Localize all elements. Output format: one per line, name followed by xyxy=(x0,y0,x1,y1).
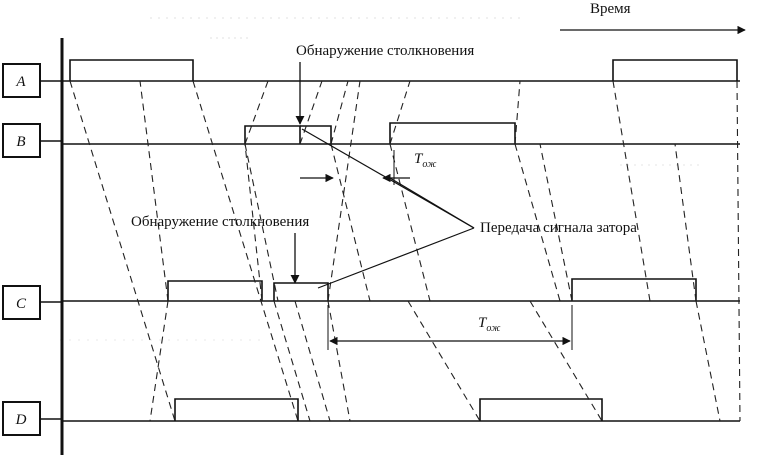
timeline-c xyxy=(62,278,740,302)
station-box-a: A xyxy=(2,63,41,98)
timeline-b xyxy=(62,122,740,145)
station-box-c: C xyxy=(2,285,41,320)
time-axis: Время xyxy=(560,1,746,35)
station-label-b: B xyxy=(16,134,25,150)
jam-signal-annotation: Передача сигнала затора xyxy=(301,128,637,289)
collision-label-top: Обнаружение столкновения xyxy=(296,43,474,59)
station-label-d: D xyxy=(15,412,27,428)
box-connectors xyxy=(40,80,62,420)
jam-signal-label: Передача сигнала затора xyxy=(480,220,637,236)
wait-time-c: Tож xyxy=(327,305,573,350)
timeline-a xyxy=(62,59,740,82)
collision-annotation-mid: Обнаружение столкновения xyxy=(131,214,309,284)
wait-time-label-b: Tож xyxy=(414,151,437,170)
propagation-lines xyxy=(69,80,741,422)
station-label-a: A xyxy=(15,74,26,90)
station-box-d: D xyxy=(2,401,41,436)
wait-time-label-c: Tож xyxy=(478,315,501,334)
collision-label-mid: Обнаружение столкновения xyxy=(131,214,309,230)
station-label-c: C xyxy=(16,296,27,312)
time-label: Время xyxy=(590,1,631,17)
collision-annotation-top: Обнаружение столкновения xyxy=(295,43,474,125)
scan-noise xyxy=(60,17,700,341)
station-box-b: B xyxy=(2,123,41,158)
timeline-d xyxy=(62,398,740,422)
